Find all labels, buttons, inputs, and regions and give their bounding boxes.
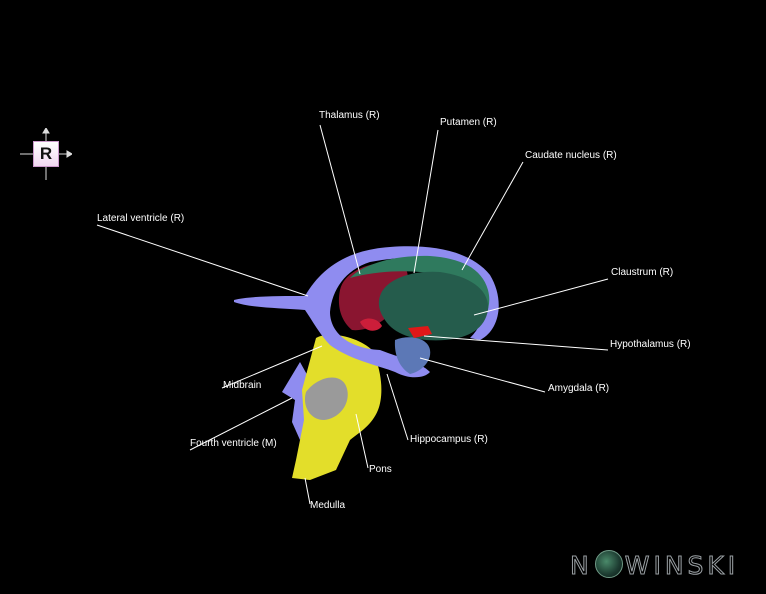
brand-rest: NSKI xyxy=(664,551,740,581)
leader-medulla xyxy=(304,477,311,505)
brand-w: W xyxy=(624,551,654,581)
orientation-label: R xyxy=(33,141,59,167)
caudate-shape xyxy=(350,255,490,328)
label-lateral-ventricle: Lateral ventricle (R) xyxy=(97,213,185,224)
putamen-shape xyxy=(378,271,489,341)
leader-lateral-ventricle xyxy=(96,224,309,297)
orientation-indicator: R xyxy=(20,128,72,180)
leader-hippocampus xyxy=(386,373,409,441)
leader-caudate xyxy=(461,161,524,271)
hippocampus-shape xyxy=(394,337,431,374)
globe-icon xyxy=(594,550,623,578)
label-medulla: Medulla xyxy=(310,500,346,511)
leader-putamen xyxy=(413,129,439,274)
leader-claustrum xyxy=(473,278,609,316)
label-hippocampus: Hippocampus (R) xyxy=(410,434,488,445)
small-red-structure xyxy=(360,318,382,331)
leader-amygdala xyxy=(419,357,546,393)
leader-midbrain xyxy=(221,345,323,389)
label-midbrain: Midbrain xyxy=(223,380,262,391)
hypothalamus-shape xyxy=(408,326,432,338)
brand-i-icon: I xyxy=(653,551,665,581)
label-putamen: Putamen (R) xyxy=(440,117,497,128)
label-claustrum: Claustrum (R) xyxy=(611,267,674,278)
leader-hypothalamus xyxy=(423,335,609,351)
label-thalamus: Thalamus (R) xyxy=(319,110,380,121)
midbrain-gray-shape xyxy=(304,377,348,420)
label-amygdala: Amygdala (R) xyxy=(548,383,610,394)
lateral-ventricle-shape xyxy=(234,246,499,378)
leader-thalamus xyxy=(319,124,361,275)
label-pons: Pons xyxy=(369,464,392,475)
nowinski-logo: N WINSKI xyxy=(570,550,740,581)
leader-lines xyxy=(96,124,609,505)
label-hypothalamus: Hypothalamus (R) xyxy=(610,339,691,350)
leader-fourth-ventricle xyxy=(189,397,293,451)
label-fourth-ventricle: Fourth ventricle (M) xyxy=(190,438,277,449)
label-caudate: Caudate nucleus (R) xyxy=(525,150,617,161)
leader-pons xyxy=(355,413,369,469)
brand-prefix: N xyxy=(570,551,593,581)
